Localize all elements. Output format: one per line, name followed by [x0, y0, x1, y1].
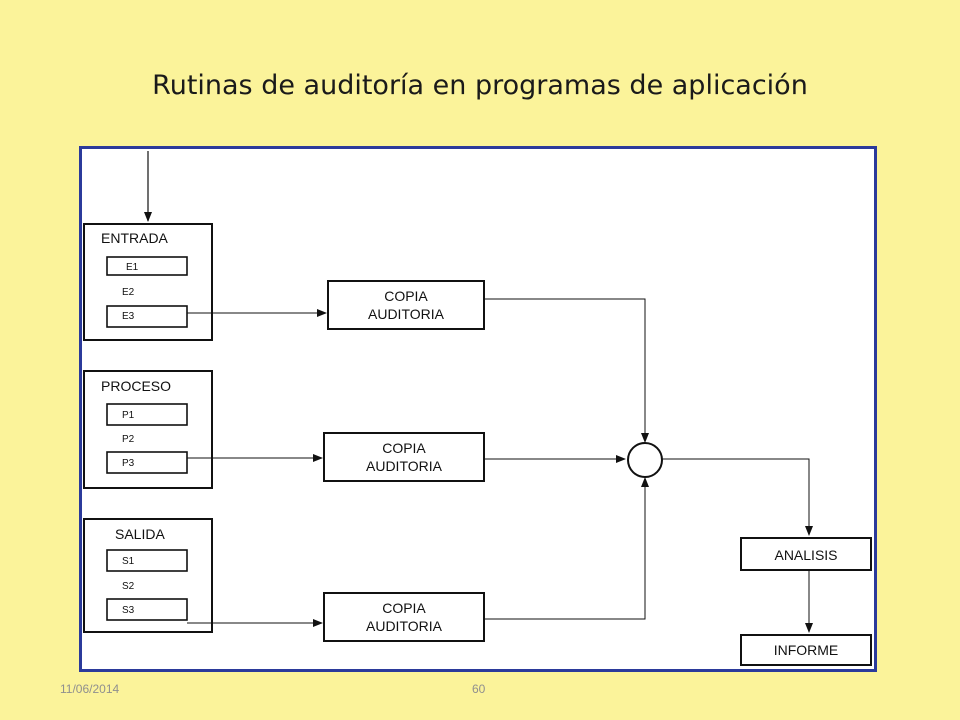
flow-diagram: ENTRADA E1 E2 E3 PROCESO P1 P2 P3 SALIDA… — [79, 146, 877, 672]
item-box-s1 — [106, 549, 188, 572]
svg-text:COPIA: COPIA — [382, 440, 426, 456]
item-e1: E1 — [126, 262, 139, 273]
group-entrada: ENTRADA E1 E2 E3 — [83, 223, 213, 341]
group-label-salida: SALIDA — [115, 526, 165, 542]
footer-date: 11/06/2014 — [60, 682, 120, 696]
svg-text:COPIA: COPIA — [382, 600, 426, 616]
group-label-proceso: PROCESO — [101, 378, 171, 394]
item-box-s3 — [106, 598, 188, 621]
item-s1: S1 — [122, 556, 135, 567]
analisis-box: ANALISIS — [740, 537, 872, 571]
copia-auditoria-box-3: COPIA AUDITORIA — [323, 592, 485, 642]
group-salida: SALIDA S1 S2 S3 — [83, 518, 213, 633]
item-p3: P3 — [122, 458, 135, 469]
item-s3: S3 — [122, 605, 135, 616]
item-box-e1 — [106, 256, 188, 276]
item-p1: P1 — [122, 410, 135, 421]
svg-text:COPIA: COPIA — [384, 288, 428, 304]
svg-text:AUDITORIA: AUDITORIA — [366, 618, 443, 634]
svg-text:AUDITORIA: AUDITORIA — [368, 306, 445, 322]
slide-title: Rutinas de auditoría en programas de apl… — [152, 70, 808, 101]
informe-box: INFORME — [740, 634, 872, 666]
footer-page-number: 60 — [472, 682, 486, 696]
svg-text:AUDITORIA: AUDITORIA — [366, 458, 443, 474]
group-label-entrada: ENTRADA — [101, 230, 169, 246]
analisis-label: ANALISIS — [774, 547, 837, 563]
junction-circle — [627, 442, 663, 478]
item-e2: E2 — [122, 287, 135, 298]
copia-auditoria-box-2: COPIA AUDITORIA — [323, 432, 485, 482]
item-box-p1 — [106, 403, 188, 426]
line-junction-analisis — [662, 458, 813, 536]
item-p2: P2 — [122, 434, 135, 445]
item-e3: E3 — [122, 311, 135, 322]
copia-auditoria-box-1: COPIA AUDITORIA — [327, 280, 485, 330]
diagram-canvas: ENTRADA E1 E2 E3 PROCESO P1 P2 P3 SALIDA… — [83, 151, 872, 666]
item-box-p3 — [106, 451, 188, 474]
line-copia3-junction — [484, 477, 649, 620]
group-proceso: PROCESO P1 P2 P3 — [83, 370, 213, 489]
item-s2: S2 — [122, 581, 135, 592]
item-box-e3 — [106, 305, 188, 328]
line-copia1-junction — [484, 298, 649, 443]
informe-label: INFORME — [774, 642, 839, 658]
